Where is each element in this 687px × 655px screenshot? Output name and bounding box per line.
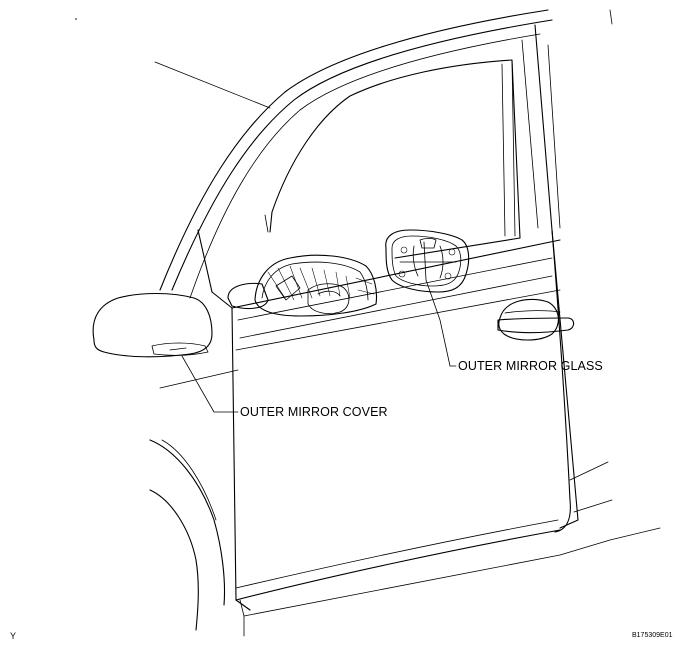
- rocker-panel: [239, 461, 661, 637]
- label-outer-mirror-cover: OUTER MIRROR COVER: [240, 405, 388, 419]
- outer-mirror-cover: [92, 293, 213, 358]
- corner-mark: Y: [10, 631, 17, 641]
- front-door-outline: [159, 229, 561, 611]
- b-pillar: [521, 9, 613, 533]
- speck-mark: [75, 18, 77, 20]
- roof-and-a-pillar: [159, 9, 553, 299]
- mirror-housing: [254, 254, 378, 317]
- label-outer-mirror-glass: OUTER MIRROR GLASS: [458, 359, 603, 373]
- leader-lines: [181, 279, 457, 413]
- front-wheel-arch: [149, 439, 226, 631]
- hood-line: [154, 61, 271, 109]
- outer-mirror-glass: [385, 229, 470, 293]
- mirror-mount-base: [227, 282, 269, 310]
- figure-code: B175309E01: [632, 632, 673, 639]
- window-frame: [264, 59, 521, 259]
- door-handle: [497, 298, 575, 341]
